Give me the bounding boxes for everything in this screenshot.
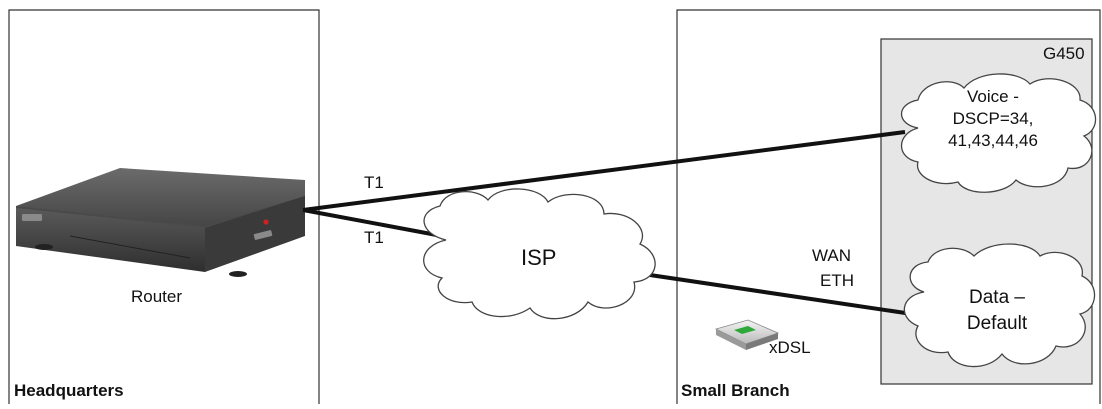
data-line-1: Data – xyxy=(969,287,1025,308)
data-cloud xyxy=(903,243,1096,368)
g450-label: G450 xyxy=(1043,44,1085,63)
router-icon xyxy=(16,168,305,277)
wan-link xyxy=(649,273,913,316)
t1-upper-label: T1 xyxy=(364,173,384,192)
xdsl-modem-icon xyxy=(714,319,780,350)
router-label: Router xyxy=(131,287,183,306)
branch-frame xyxy=(676,9,1101,404)
data-line-2: Default xyxy=(966,313,1028,334)
isp-label: ISP xyxy=(521,245,557,270)
isp-cloud xyxy=(423,188,656,320)
eth-label: ETH xyxy=(820,271,854,290)
voice-line-1: Voice - xyxy=(967,87,1019,106)
small-branch-label: Small Branch xyxy=(681,381,790,400)
data-cloud-text: Data – Default xyxy=(922,285,1072,337)
t1-lower-label: T1 xyxy=(364,228,384,247)
t1-link-voice xyxy=(302,130,906,212)
voice-cloud-text: Voice - DSCP=34, 41,43,44,46 xyxy=(918,86,1068,152)
wan-label: WAN xyxy=(812,246,852,265)
voice-line-2: DSCP=34, xyxy=(952,109,1034,128)
voice-cloud xyxy=(901,73,1097,193)
voice-line-3: 41,43,44,46 xyxy=(948,131,1038,150)
t1-link-isp xyxy=(302,208,443,238)
xdsl-label: xDSL xyxy=(769,338,811,357)
headquarters-label: Headquarters xyxy=(14,381,124,400)
